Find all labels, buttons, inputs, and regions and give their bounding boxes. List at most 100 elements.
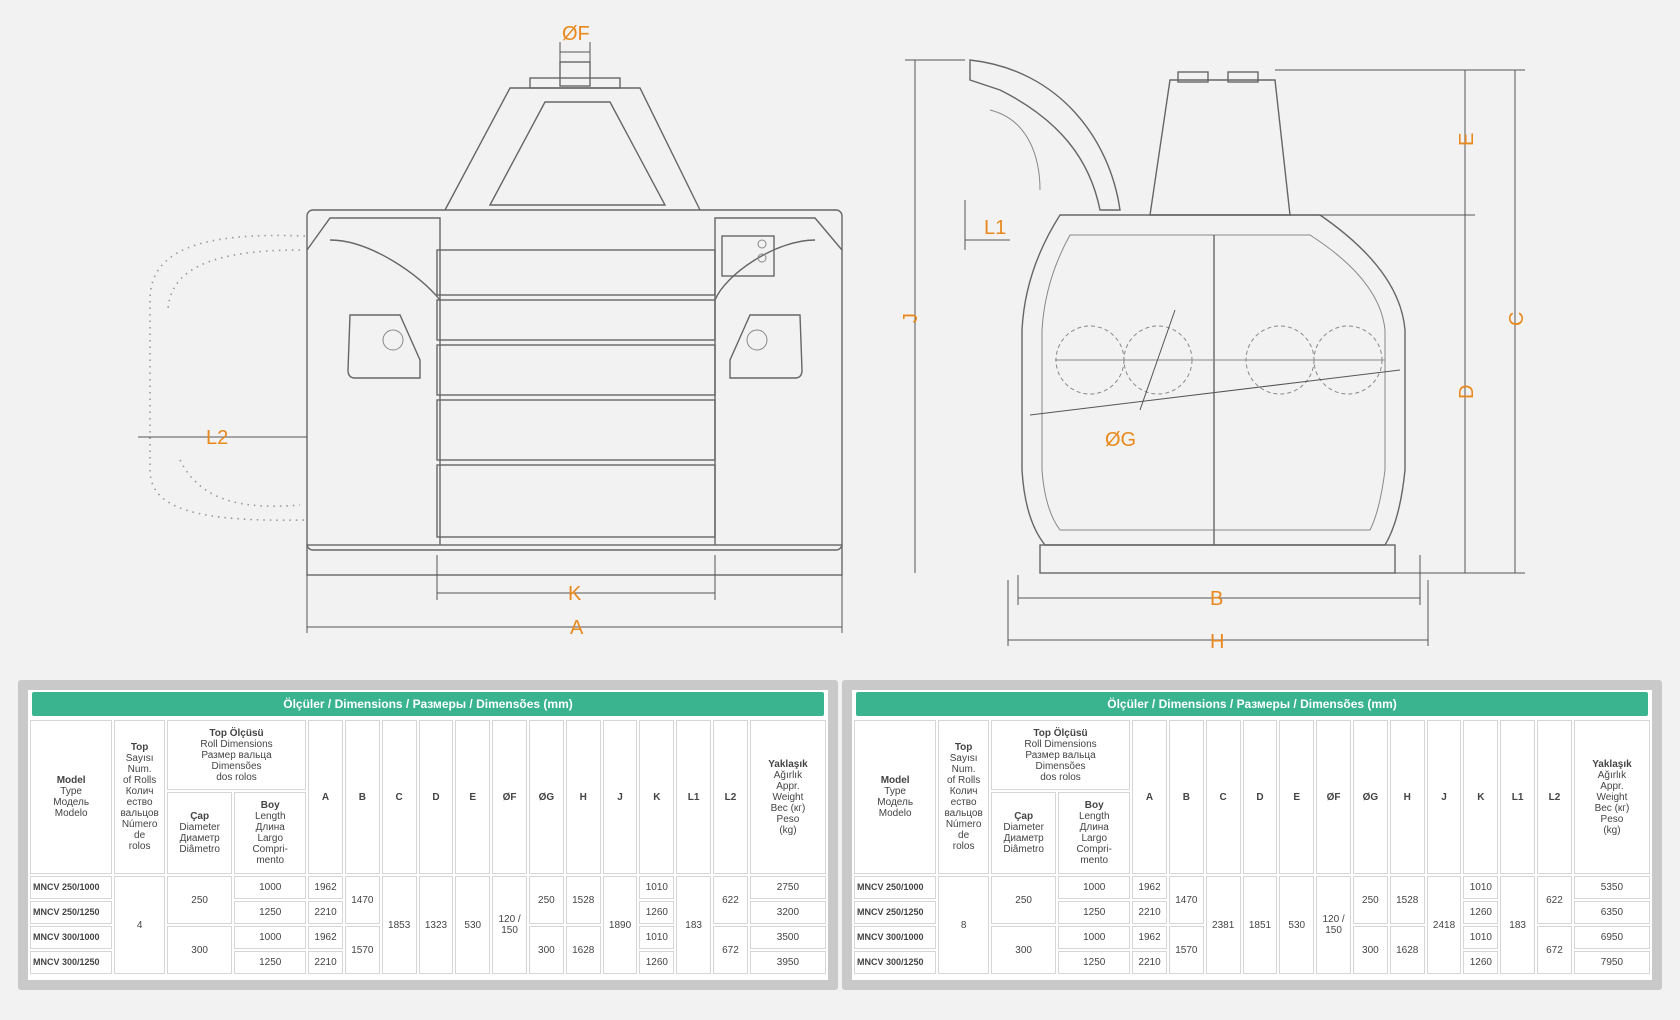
header-col-6: ØG — [1352, 720, 1388, 874]
table-card: Ölçüler / Dimensions / Размеры / Dimensõ… — [852, 690, 1652, 980]
g-cell: 300 — [528, 926, 564, 974]
k-cell: 1260 — [1463, 951, 1499, 974]
f-cell: 120 / 150 — [492, 876, 527, 974]
header-col-4: E — [1279, 720, 1315, 874]
top-hood — [444, 87, 701, 211]
k-cell: 1010 — [1463, 876, 1499, 899]
k-cell: 1260 — [639, 951, 675, 974]
header-col-3: D — [1242, 720, 1278, 874]
dim-label-L2: L2 — [206, 427, 228, 449]
e-cell: 530 — [1279, 876, 1315, 974]
model-cell: MNCV 250/1000 — [854, 876, 937, 899]
dimensions-table-panel-4-rolls: Ölçüler / Dimensions / Размеры / Dimensõ… — [18, 680, 838, 990]
b-cell: 1470 — [344, 876, 380, 924]
model-cell: MNCV 250/1250 — [854, 901, 937, 924]
header-col-4: E — [455, 720, 491, 874]
header-col-3: D — [418, 720, 454, 874]
d-cell: 1851 — [1242, 876, 1278, 974]
model-cell: MNCV 300/1000 — [30, 926, 113, 949]
e-cell: 530 — [455, 876, 491, 974]
dim-label-L1: L1 — [984, 217, 1006, 239]
a-cell: 1962 — [1132, 876, 1167, 899]
header-col-9: K — [639, 720, 675, 874]
length-cell: 1000 — [1058, 926, 1131, 949]
header-col-1: B — [1168, 720, 1204, 874]
side-base — [1039, 544, 1396, 574]
c-cell: 1853 — [381, 876, 417, 974]
model-cell: MNCV 300/1000 — [854, 926, 937, 949]
g-cell: 250 — [1352, 876, 1388, 924]
dim-label-F: ØF — [562, 23, 590, 45]
header-col-7: H — [1389, 720, 1425, 874]
dim-label-A: A — [570, 617, 584, 639]
weight-cell: 6350 — [1573, 901, 1650, 924]
h-cell: 1528 — [1389, 876, 1425, 924]
l2-cell: 622 — [1537, 876, 1572, 924]
header-col-0: A — [308, 720, 343, 874]
front-base — [306, 544, 843, 576]
l1-cell: 183 — [676, 876, 712, 974]
model-cell: MNCV 300/1250 — [30, 951, 113, 974]
door-1 — [436, 249, 716, 296]
b-cell: 1570 — [1168, 926, 1204, 974]
length-cell: 1250 — [234, 901, 307, 924]
a-cell: 2210 — [1132, 951, 1167, 974]
dim-label-D: D — [1456, 385, 1478, 399]
dim-label-J: J — [900, 313, 922, 323]
model-cell: MNCV 250/1250 — [30, 901, 113, 924]
outlet-pipe — [559, 61, 591, 87]
header-col-8: J — [1426, 720, 1462, 874]
rolls-cell: 4 — [114, 876, 165, 974]
weight-cell: 3500 — [749, 926, 826, 949]
header-col-5: ØF — [492, 720, 527, 874]
table-title: Ölçüler / Dimensions / Размеры / Dimensõ… — [856, 692, 1648, 716]
dim-label-K: K — [568, 583, 582, 605]
f-cell: 120 / 150 — [1316, 876, 1351, 974]
technical-drawings: ØF L2 K A — [138, 23, 1528, 653]
control-panel — [721, 235, 775, 277]
diameter-cell: 300 — [990, 926, 1057, 974]
gauge-left — [347, 314, 421, 379]
drawing-svg: ØF L2 K A — [138, 23, 1528, 653]
dim-label-H: H — [1210, 631, 1224, 653]
rolls-cell: 8 — [938, 876, 989, 974]
weight-cell: 2750 — [749, 876, 826, 899]
l1-cell: 183 — [1500, 876, 1536, 974]
h-cell: 1628 — [1389, 926, 1425, 974]
weight-cell: 3200 — [749, 901, 826, 924]
table-title: Ölçüler / Dimensions / Размеры / Dimensõ… — [32, 692, 824, 716]
a-cell: 2210 — [1132, 901, 1167, 924]
diameter-cell: 250 — [166, 876, 233, 924]
length-cell: 1250 — [1058, 901, 1131, 924]
side-top-hood — [1149, 79, 1291, 216]
l2-cell: 672 — [1537, 926, 1572, 974]
side-view: L1 J E C D ØG B H — [900, 59, 1528, 653]
header-col-10: L1 — [676, 720, 712, 874]
weight-cell: 3950 — [749, 951, 826, 974]
k-cell: 1260 — [1463, 901, 1499, 924]
h-cell: 1528 — [565, 876, 601, 924]
length-cell: 1000 — [1058, 876, 1131, 899]
j-cell: 1890 — [602, 876, 638, 974]
header-col-5: ØF — [1316, 720, 1351, 874]
door-2 — [436, 299, 716, 341]
dim-label-C: C — [1506, 312, 1528, 326]
b-cell: 1570 — [344, 926, 380, 974]
k-cell: 1010 — [639, 926, 675, 949]
h-cell: 1628 — [565, 926, 601, 974]
dim-label-G: ØG — [1105, 429, 1136, 451]
k-cell: 1260 — [639, 901, 675, 924]
header-col-1: B — [344, 720, 380, 874]
